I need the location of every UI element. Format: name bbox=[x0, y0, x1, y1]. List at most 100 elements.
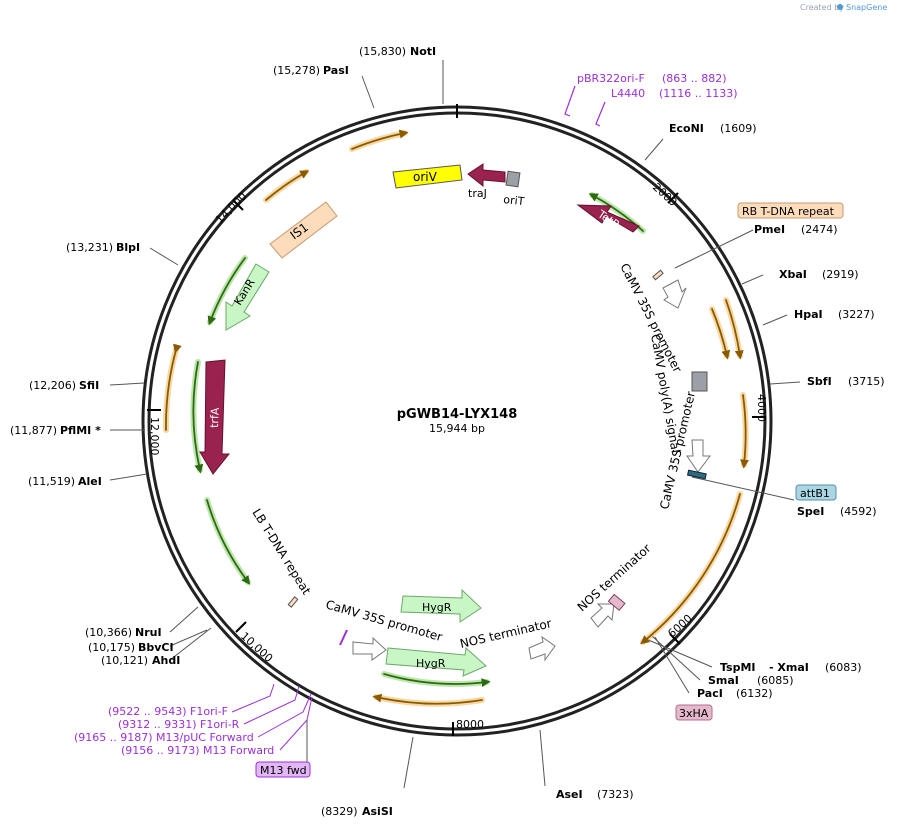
enzyme-pos: (15,830) bbox=[359, 45, 406, 58]
primer-range: (1116 .. 1133) bbox=[659, 87, 738, 100]
lb-marker bbox=[287, 596, 299, 608]
tick-marks bbox=[147, 104, 766, 736]
enzyme-name: SmaI bbox=[708, 674, 739, 687]
m13-fwd-label: M13 fwd bbox=[260, 764, 307, 777]
primer-label: (9522 .. 9543) F1ori-F bbox=[108, 705, 228, 718]
enzyme-leaders bbox=[109, 60, 801, 789]
rotated-feature-labels: CaMV 35S promoter CaMV poly(A) signal Ca… bbox=[249, 261, 698, 651]
enzyme-pos: (3227) bbox=[838, 308, 875, 321]
snapgene-logo-icon bbox=[837, 4, 843, 10]
is1-feature: IS1 bbox=[269, 201, 338, 259]
enzyme-name: BbvCI bbox=[138, 641, 174, 654]
primer-name: pBR322ori-F bbox=[577, 72, 645, 85]
plasmid-length: 15,944 bp bbox=[429, 422, 485, 435]
enzyme-name: SpeI bbox=[797, 505, 824, 518]
oriT-label: oriT bbox=[503, 193, 526, 208]
promoter-arrows bbox=[352, 279, 711, 662]
enzyme-pos: (2474) bbox=[801, 223, 838, 236]
tick-label: 12,000 bbox=[148, 417, 161, 456]
enzyme-pos: (11,877) bbox=[10, 424, 57, 437]
rb-marker bbox=[652, 269, 664, 281]
traJ-feature: traJ bbox=[467, 163, 506, 200]
enzyme-pos: (3715) bbox=[848, 375, 885, 388]
enzyme-pos: (12,206) bbox=[29, 379, 76, 392]
tick-label: 8000 bbox=[456, 718, 484, 731]
enzyme-pos: (8329) bbox=[321, 805, 358, 818]
trfA-feature: trfA bbox=[199, 359, 231, 475]
attb1-box bbox=[795, 484, 837, 501]
enzyme-pos: (10,175) bbox=[88, 641, 135, 654]
primer-range: (863 .. 882) bbox=[662, 72, 727, 85]
promoter-arrow-3 bbox=[352, 636, 387, 661]
primer-label: (9312 .. 9331) F1ori-R bbox=[118, 718, 240, 731]
hygR-feature-2: HygR bbox=[385, 647, 487, 677]
trfA-label: trfA bbox=[208, 407, 222, 428]
enzyme-pos: (6132) bbox=[736, 687, 773, 700]
enzyme-name: AhdI bbox=[152, 654, 180, 667]
enzyme-name: HpaI bbox=[794, 308, 823, 321]
enzyme-name: AseI bbox=[556, 788, 583, 801]
enzyme-pos: (6085) bbox=[757, 674, 794, 687]
credit-brand: SnapGene bbox=[846, 3, 887, 12]
enzyme-name: PmeI bbox=[754, 223, 785, 236]
primer-name: L4440 bbox=[611, 87, 645, 100]
enzyme-pos: (7323) bbox=[597, 788, 634, 801]
enzyme-pos: (1609) bbox=[720, 122, 757, 135]
lb-label: LB T-DNA repeat bbox=[249, 506, 313, 597]
enzyme-name: BlpI bbox=[116, 241, 140, 254]
enzyme-name: - XmaI bbox=[769, 661, 809, 674]
enzyme-name: SfiI bbox=[79, 379, 99, 392]
enzyme-name: NruI bbox=[135, 626, 162, 639]
enzyme-pos: (10,366) bbox=[85, 626, 132, 639]
primer-label: (9165 .. 9187) M13/pUC Forward bbox=[74, 731, 254, 744]
hygR-label-1: HygR bbox=[422, 601, 452, 614]
enzyme-pos: (10,121) bbox=[101, 654, 148, 667]
enzyme-name: NotI bbox=[410, 45, 436, 58]
traJ-label: traJ bbox=[468, 187, 487, 200]
enzyme-labels: (15,830) NotI (15,278) PasI EcoNI (1609)… bbox=[10, 45, 885, 818]
polyA-box bbox=[691, 371, 708, 392]
oriV-label: oriV bbox=[413, 170, 438, 184]
m13-fwd-box bbox=[255, 761, 311, 778]
attb1-label: attB1 bbox=[800, 487, 830, 500]
enzyme-pos: (2919) bbox=[822, 268, 859, 281]
attb1-marker bbox=[686, 469, 707, 480]
3xha-marker bbox=[607, 593, 626, 612]
enzyme-name: XbaI bbox=[779, 268, 807, 281]
3xha-box bbox=[675, 704, 713, 721]
enzyme-name: PacI bbox=[697, 687, 723, 700]
enzyme-pos: (6083) bbox=[825, 661, 862, 674]
bottom-primers: (9522 .. 9543) F1ori-F (9312 .. 9331) F1… bbox=[74, 629, 348, 763]
enzyme-name: PflMI * bbox=[60, 424, 101, 437]
3xha-label: 3xHA bbox=[679, 707, 709, 720]
enzyme-name: TspMI bbox=[720, 661, 756, 674]
hygR-label-2: HygR bbox=[416, 657, 446, 670]
oriV-feature: oriV bbox=[392, 164, 463, 189]
primer-label: (9156 .. 9173) M13 Forward bbox=[121, 744, 274, 757]
promoter-arrow-1 bbox=[662, 279, 687, 309]
plasmid-name: pGWB14-LYX148 bbox=[397, 407, 518, 422]
promoter-arrow-2 bbox=[686, 439, 711, 473]
enzyme-name: PasI bbox=[323, 64, 349, 77]
tick-label: 14,000 bbox=[213, 190, 249, 226]
enzyme-pos: (4592) bbox=[840, 505, 877, 518]
orf-arrows-green bbox=[190, 192, 646, 688]
enzyme-pos: (11,519) bbox=[28, 475, 75, 488]
enzyme-name: EcoNI bbox=[669, 122, 704, 135]
enzyme-name: AsiSI bbox=[362, 805, 393, 818]
terminator-arrow-1 bbox=[528, 635, 556, 662]
tick-label: 10,000 bbox=[238, 630, 275, 665]
enzyme-name: SbfI bbox=[807, 375, 832, 388]
top-primers: pBR322ori-F (863 .. 882) L4440 (1116 .. … bbox=[564, 72, 738, 127]
enzyme-pos: (15,278) bbox=[273, 64, 320, 77]
oriT-feature: oriT bbox=[503, 170, 526, 208]
tick-label: 4000 bbox=[755, 394, 768, 422]
orf-arrows-orange bbox=[162, 129, 750, 707]
credit-text: Created by bbox=[800, 3, 844, 12]
enzyme-name: AleI bbox=[78, 475, 102, 488]
terminator-arrow-2 bbox=[590, 603, 615, 628]
rb-tdna-label: RB T-DNA repeat bbox=[742, 205, 835, 218]
promoter-label-1: CaMV 35S promoter bbox=[617, 261, 684, 375]
rb-tdna-box bbox=[737, 202, 844, 219]
